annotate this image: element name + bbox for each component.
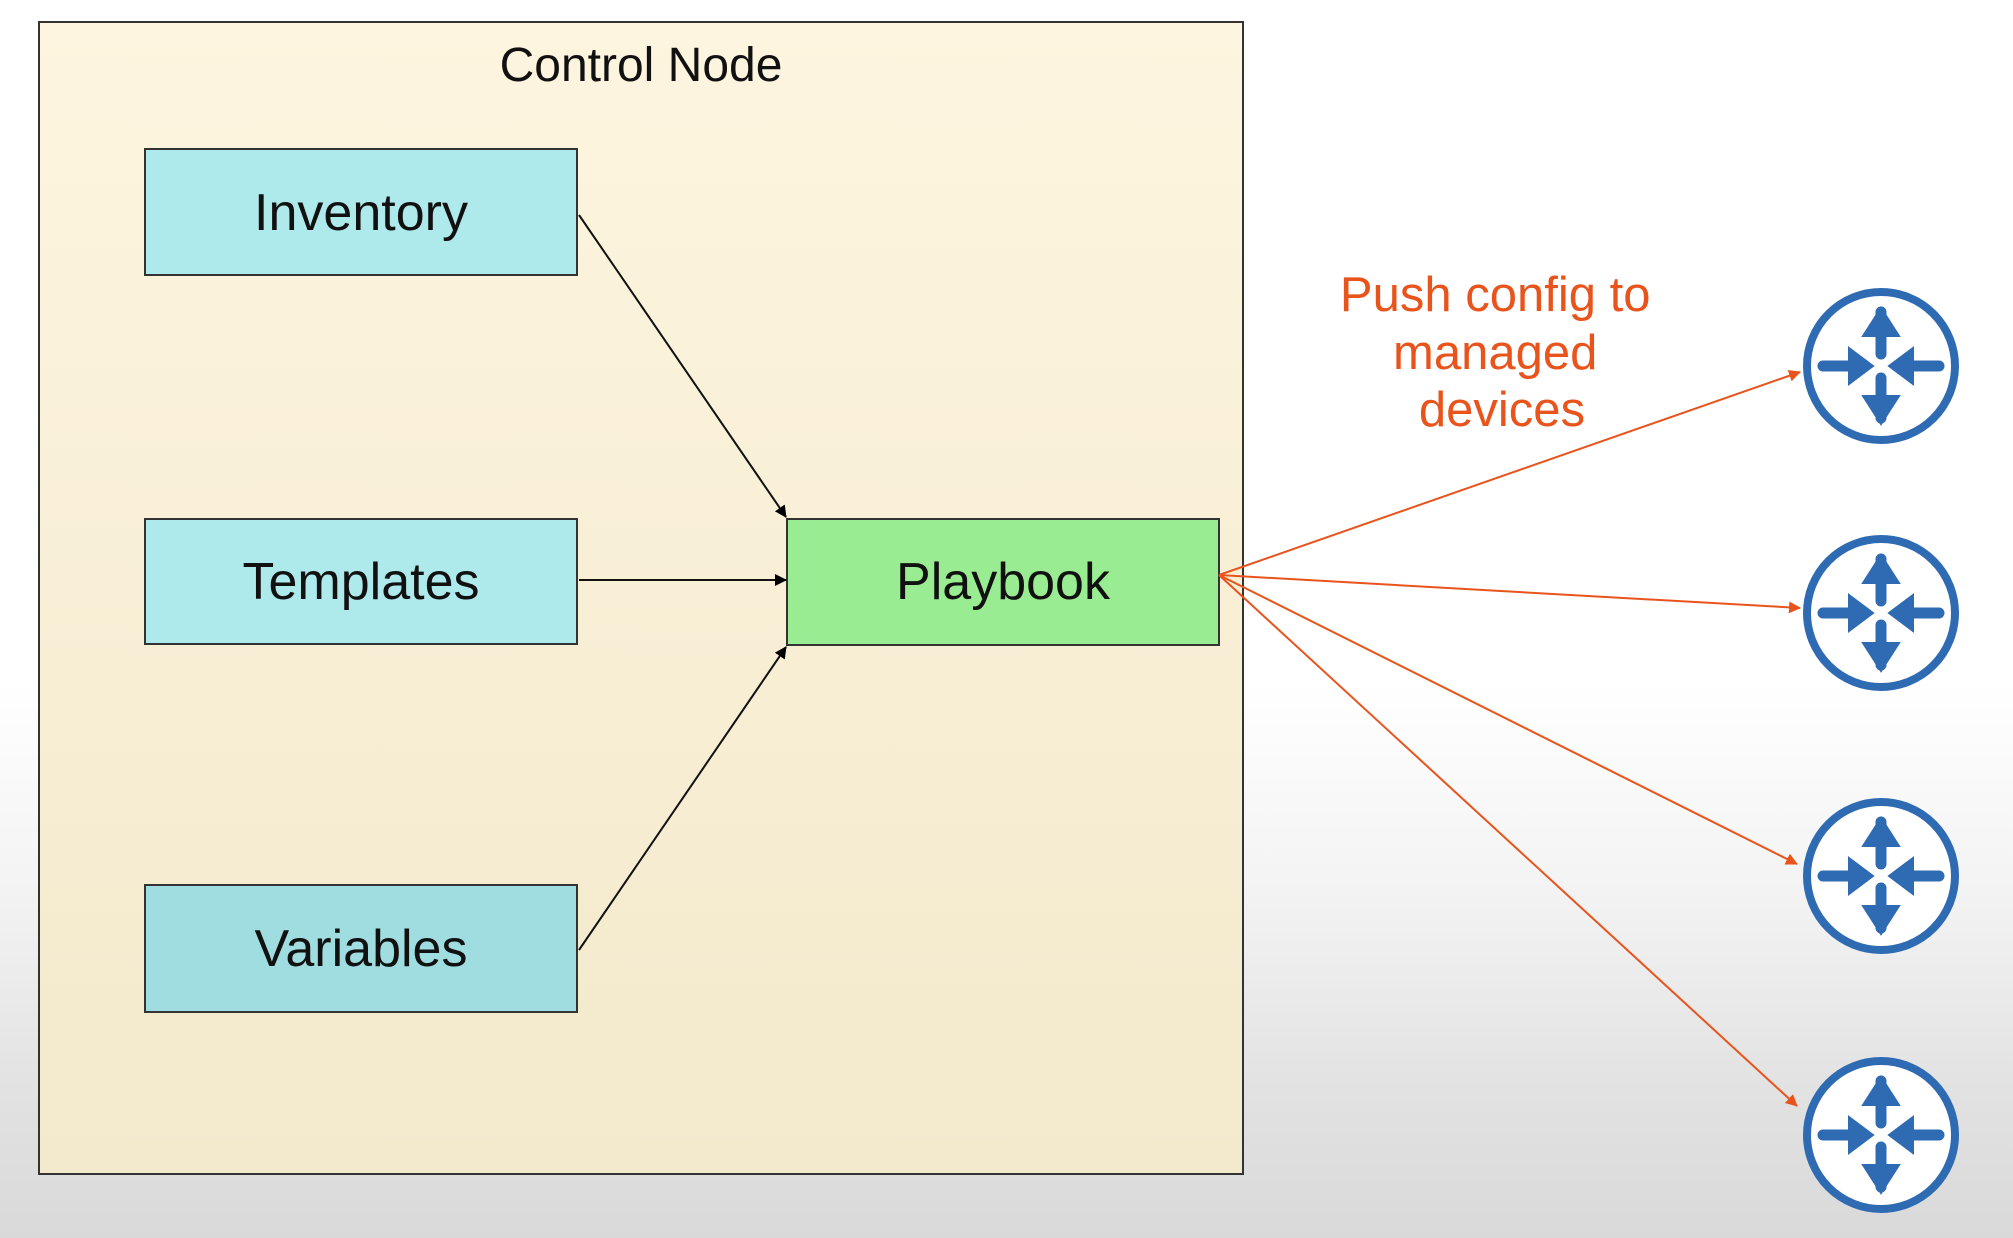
push-config-label: Push config to managed devices [1340, 268, 1664, 437]
push-arrow-2 [1218, 574, 1801, 614]
push-config-line-3: devices [1419, 383, 1585, 437]
arrow-variables-to-playbook [578, 646, 787, 951]
variables-node: Variables [144, 884, 578, 1013]
inventory-box [144, 148, 578, 276]
push-arrow-1 [1218, 369, 1801, 576]
playbook-box [786, 518, 1220, 646]
templates-box [144, 518, 578, 645]
playbook-node: Playbook [786, 518, 1220, 646]
router-icon [1803, 798, 1959, 954]
push-config-line-1: Push config to [1340, 268, 1651, 322]
push-arrow-4 [1218, 574, 1798, 1107]
push-config-line-2: managed [1393, 326, 1597, 380]
inventory-node: Inventory [144, 148, 578, 276]
control-node-title: Control Node [500, 39, 783, 92]
router-icon [1803, 1057, 1959, 1213]
variables-box [144, 884, 578, 1013]
router-icon [1803, 535, 1959, 691]
arrow-inventory-to-playbook [578, 214, 787, 518]
templates-label: Templates [243, 553, 480, 611]
templates-node: Templates [144, 518, 578, 645]
playbook-label: Playbook [896, 553, 1111, 611]
inventory-label: Inventory [254, 184, 468, 242]
router-icon [1803, 288, 1959, 444]
push-arrow-3 [1218, 574, 1798, 865]
variables-label: Variables [255, 920, 468, 978]
